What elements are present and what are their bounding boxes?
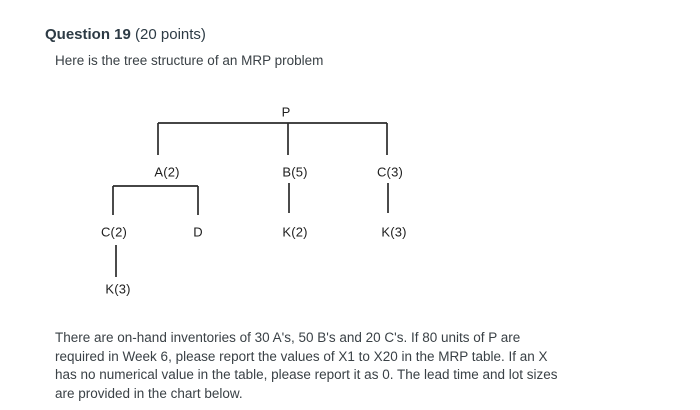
tree-node-a: A(2) xyxy=(154,164,180,180)
tree-node-c-left: C(2) xyxy=(100,224,128,240)
tree-node-k-under-c-right: K(3) xyxy=(381,224,407,240)
tree-node-k-under-c-left: K(3) xyxy=(105,281,131,297)
question-header: Question 19 (20 points) xyxy=(45,26,206,43)
question-body: There are on-hand inventories of 30 A's,… xyxy=(55,330,558,401)
question-points: (20 points) xyxy=(135,26,206,43)
tree-node-k-under-b: K(2) xyxy=(282,224,308,240)
tree-node-p: P xyxy=(281,104,291,120)
tree-node-d: D xyxy=(193,224,203,240)
question-intro: Here is the tree structure of an MRP pro… xyxy=(55,53,324,68)
tree-node-c-right: C(3) xyxy=(376,164,404,180)
tree-node-b: B(5) xyxy=(282,164,308,180)
question-title: Question 19 xyxy=(45,26,131,43)
